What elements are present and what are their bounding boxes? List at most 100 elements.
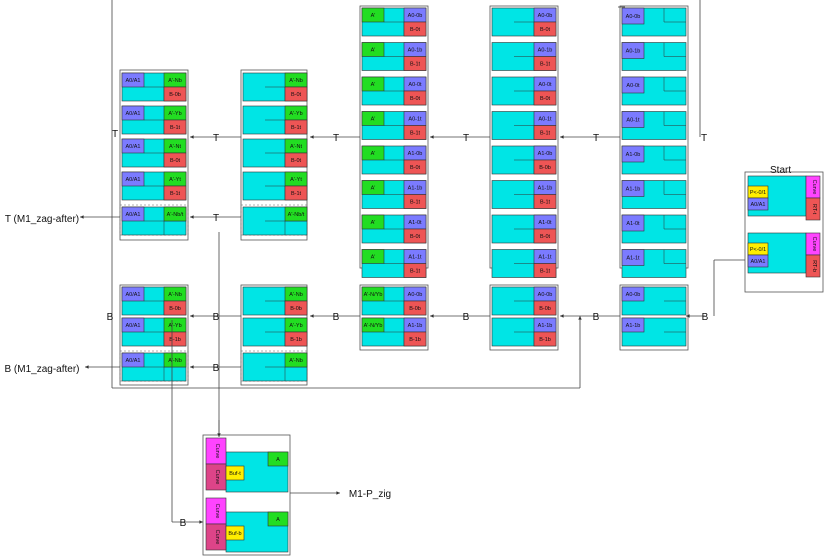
tile-right-top-label: A'-Yb xyxy=(289,111,302,117)
output-arrow-head xyxy=(336,491,340,495)
tile-left-cell xyxy=(121,286,145,302)
tile-left-label: A1-1b xyxy=(626,323,641,329)
tile-left-cell xyxy=(121,105,145,121)
edge-t-4-3-head xyxy=(430,135,434,139)
column1-bottom-frame xyxy=(119,284,189,386)
tile-right-bottom-label: B-1t xyxy=(410,62,421,68)
tile-left-cell xyxy=(361,180,385,195)
tile-right-bottom-label: B-1t xyxy=(540,200,551,206)
column2-bottom-tile: A'-YbB-1b xyxy=(242,317,308,347)
tile-right-top-label: A0-1t xyxy=(408,117,422,123)
tile-right-top-label: A'-Yt xyxy=(290,177,302,183)
tile-right-bottom-cell xyxy=(403,194,427,209)
tile-left-label: A' xyxy=(371,186,376,192)
tile-left-label: A1-0t xyxy=(626,221,640,227)
edge-t-2-1-head xyxy=(190,135,194,139)
return-up-arrow-head xyxy=(578,316,582,320)
center-down-arrow-head xyxy=(217,433,221,437)
tile-right-bottom-cell xyxy=(403,331,427,347)
bottom-tiles-frame xyxy=(202,434,291,556)
tile-right-bottom-cell xyxy=(533,194,557,209)
tile-right-bottom-cell xyxy=(284,86,308,102)
tile-right-bottom-cell xyxy=(533,228,557,244)
column3-tile: A'A0-0tB-0t xyxy=(361,76,427,106)
tile-right-bottom-label: B-0b xyxy=(169,92,181,98)
tile-right-top-label: A xyxy=(276,457,280,463)
tile-left-cell xyxy=(361,214,385,230)
column5-tile: A0-1b xyxy=(621,42,687,71)
tile-right-bottom-cell xyxy=(533,159,557,175)
column4-tile: A0-0tB-0t xyxy=(491,76,557,106)
tile-right-top-label: A1-0b xyxy=(538,151,553,157)
tile-left-label: A0/A1 xyxy=(126,292,141,298)
tile-right-top-label: A'-Yt xyxy=(169,177,181,183)
tile-left-label: A' xyxy=(371,48,376,54)
column4-tile: A1-0bB-0b xyxy=(491,145,557,175)
tile-right-bottom-cell xyxy=(403,21,427,37)
edge-label-b-left: B xyxy=(107,312,114,323)
tile-left-label: A0/A1 xyxy=(126,111,141,117)
tile-left-cell xyxy=(361,7,385,23)
curve-label: Curve xyxy=(811,237,817,252)
edge-label-t-after: T (M1_zag-after) xyxy=(5,214,79,225)
left-b-arrow-head xyxy=(199,520,203,524)
tile-left-cell xyxy=(621,214,645,232)
tile-left-label: A0/A1 xyxy=(126,358,141,364)
edge-b-after-arrow-head xyxy=(85,365,89,369)
tile-left-cell xyxy=(361,286,385,302)
tile-left-label: A0-0t xyxy=(626,83,640,89)
column2-bottom-extra-tile: A'-Nb xyxy=(242,352,308,382)
column4-tile: A0-1tB-1t xyxy=(491,111,557,140)
tile-right-top-label: A'-Nb xyxy=(168,292,182,298)
tile-right-bottom-label: B-0b xyxy=(539,165,551,171)
tile-left-cell xyxy=(361,76,385,92)
tile-left-cell xyxy=(747,254,769,268)
column5-tile: A1-1t xyxy=(621,249,687,278)
edge-label-t-right: T xyxy=(701,133,707,144)
tile-right-bottom-label: B-1b xyxy=(409,337,421,343)
tile-right-top-label: A xyxy=(276,517,280,523)
column3-bottom-frame xyxy=(359,284,429,351)
curve-bottom-label: Curve xyxy=(214,470,220,485)
tile-right-bottom-cell xyxy=(533,90,557,106)
column5-tile: A1-0b xyxy=(621,145,687,175)
tile-left-cell xyxy=(621,286,645,302)
tile-right-bottom-cell xyxy=(403,228,427,244)
tile-right-top-label: A0-0t xyxy=(408,82,422,88)
tile-right-top-label: A'-Nb/t xyxy=(167,212,184,218)
tile-left-cell xyxy=(747,197,769,211)
tile-right-bottom-label: B-1t xyxy=(540,131,551,137)
tile-right-top-label: A0-0b xyxy=(408,292,423,298)
edge-t-5-4-head xyxy=(560,135,564,139)
tile-left-cell xyxy=(121,171,145,187)
tile-right-bottom-cell xyxy=(533,125,557,140)
column5-bottom-tile: A0-0b xyxy=(621,286,687,316)
tile-left-label: A'-N/Yb xyxy=(364,323,383,329)
tile-left-cell xyxy=(621,145,645,163)
tile-right-top-label: A1-1t xyxy=(538,255,552,261)
tile-left-cell xyxy=(121,206,145,222)
column2-top-tile: A'-YtB-1t xyxy=(242,171,308,201)
column5-tile: A1-0t xyxy=(621,214,687,244)
tile-right-bottom-cell xyxy=(403,263,427,278)
edge-label-b: B xyxy=(213,363,220,374)
edge-label-b: B xyxy=(463,312,470,323)
tile-right-top-label: A0-0b xyxy=(538,292,553,298)
column5-tile: A1-1b xyxy=(621,180,687,209)
tile-right-bottom-label: B-1t xyxy=(410,200,421,206)
tile-right-bottom-label: B-1b xyxy=(290,337,302,343)
column3-tile: A'A0-1tB-1t xyxy=(361,111,427,140)
column2-top-tile: A'-NtB-0t xyxy=(242,138,308,168)
tile-right-top-label: A1-1b xyxy=(408,186,423,192)
edge-label-t: T xyxy=(463,133,469,144)
tile-left-cell xyxy=(361,145,385,161)
tile-right-bottom-label: B-1t xyxy=(291,191,302,197)
edge-label-b: B xyxy=(702,312,709,323)
tile-right-top-label: A'-Yb xyxy=(168,323,181,329)
tile-left-cell xyxy=(361,42,385,57)
